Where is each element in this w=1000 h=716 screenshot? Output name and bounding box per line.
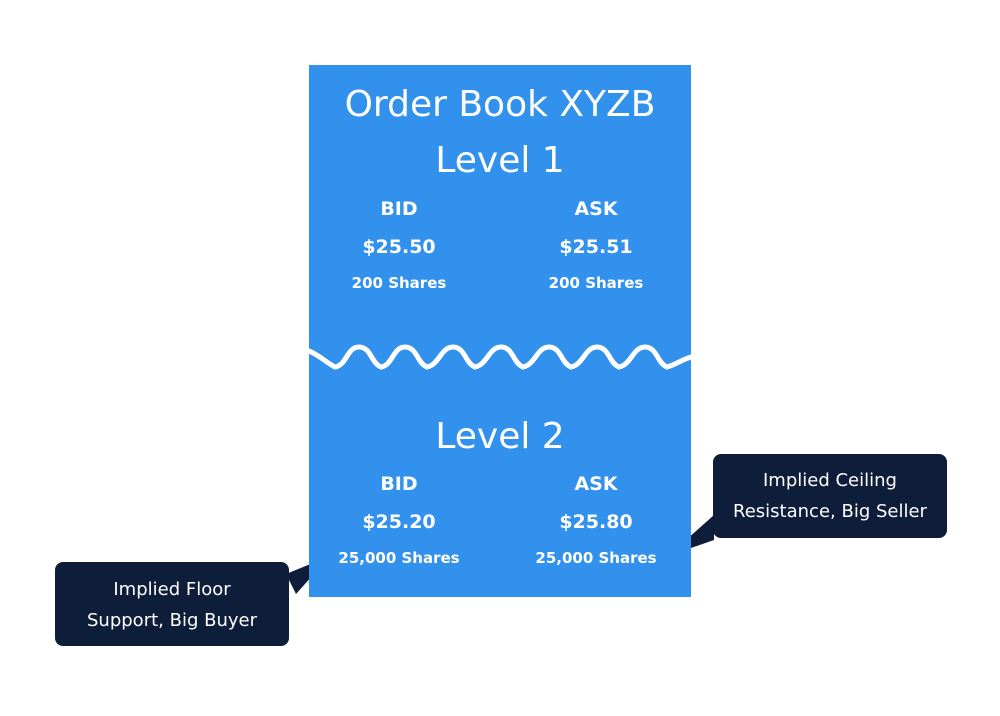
level-1-ask-column: ASK $25.51 200 Shares: [521, 198, 671, 292]
level-2-bid-header: BID: [380, 473, 418, 495]
level-2-bid-shares: 25,000 Shares: [338, 549, 460, 567]
floor-callout: Implied Floor Support, Big Buyer: [55, 562, 289, 646]
level-1-bid-column: BID $25.50 200 Shares: [324, 198, 474, 292]
level-2-label: Level 2: [435, 416, 565, 457]
level-2-ask-column: ASK $25.80 25,000 Shares: [521, 473, 671, 567]
level-2-ask-header: ASK: [574, 473, 618, 495]
level-1-ask-header: ASK: [574, 198, 618, 220]
ceiling-callout: Implied Ceiling Resistance, Big Seller: [713, 454, 947, 538]
ceiling-callout-line2: Resistance, Big Seller: [733, 501, 927, 522]
level-1-bid-shares: 200 Shares: [351, 274, 447, 292]
floor-callout-line1: Implied Floor: [113, 579, 231, 600]
level-2-ask-price: $25.80: [559, 511, 633, 533]
level-1-bid-price: $25.50: [362, 236, 436, 258]
level-2-bid-price: $25.20: [362, 511, 436, 533]
order-book-title: Order Book XYZB: [344, 84, 656, 125]
level-2-bid-column: BID $25.20 25,000 Shares: [324, 473, 474, 567]
level-1-label: Level 1: [435, 140, 565, 181]
level-1-ask-price: $25.51: [559, 236, 633, 258]
wave-divider: [309, 344, 691, 377]
floor-callout-line2: Support, Big Buyer: [87, 610, 257, 631]
ceiling-callout-line1: Implied Ceiling: [763, 470, 897, 491]
level-1-ask-shares: 200 Shares: [548, 274, 644, 292]
level-1-bid-header: BID: [380, 198, 418, 220]
order-book-panel: Order Book XYZB Level 1 BID $25.50 200 S…: [309, 65, 691, 597]
level-2-ask-shares: 25,000 Shares: [535, 549, 657, 567]
